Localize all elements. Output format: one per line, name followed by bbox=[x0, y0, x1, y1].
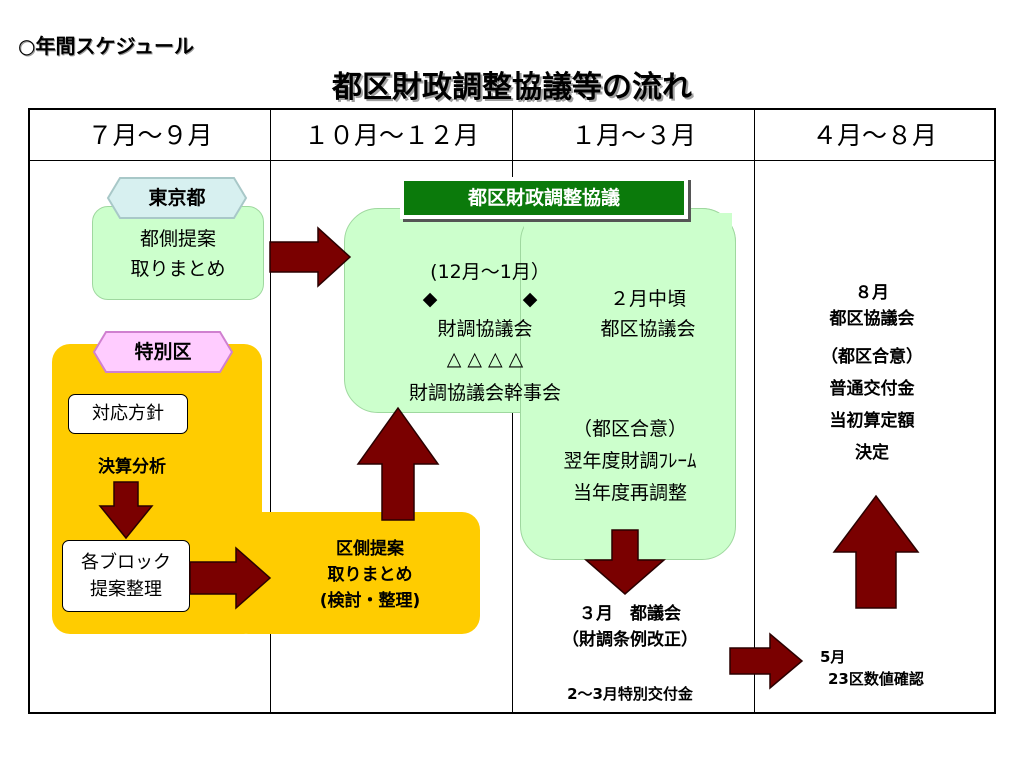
column-divider-3 bbox=[754, 108, 755, 714]
council-period: (12月～1月） bbox=[430, 261, 550, 283]
tokyo-task-box bbox=[92, 206, 264, 300]
column-header-jan-mar: １月～３月 bbox=[570, 121, 696, 150]
analysis-label: 決算分析 bbox=[98, 457, 166, 477]
march-assembly: ３月 都議会 bbox=[579, 604, 681, 624]
arrow-may-to-august bbox=[832, 494, 920, 609]
ward-proposal-line-1: 区側提案 bbox=[336, 539, 404, 559]
column-header-jul-sep: ７月～９月 bbox=[87, 121, 213, 150]
may-confirm: 23区数値確認 bbox=[828, 670, 924, 688]
ward-pill-shape bbox=[92, 331, 234, 373]
august-label: ８月 bbox=[855, 283, 889, 303]
may-label: 5月 bbox=[820, 648, 846, 666]
arrow-block-to-ward bbox=[189, 546, 272, 610]
august-grant: 普通交付金 bbox=[829, 379, 915, 399]
tokyo-pill-shape bbox=[106, 177, 248, 219]
arrow-march-to-may bbox=[729, 632, 804, 690]
august-decision: 決定 bbox=[855, 443, 889, 463]
next-year-frame: 翌年度財調ﾌﾚｰﾑ bbox=[563, 450, 697, 472]
secretariat-meeting: 財調協議会幹事会 bbox=[408, 382, 561, 404]
diamond-1: ◆ bbox=[422, 288, 438, 310]
march-ordinance: （財調条例改正） bbox=[562, 630, 698, 650]
block-line-2: 提案整理 bbox=[90, 579, 162, 600]
august-agreement: （都区合意） bbox=[821, 347, 923, 367]
block-box: 各ブロック 提案整理 bbox=[62, 540, 190, 612]
agreement-label: （都区合意） bbox=[572, 418, 687, 440]
column-header-apr-aug: ４月～８月 bbox=[811, 121, 937, 150]
diamond-2: ◆ bbox=[522, 288, 538, 310]
column-divider-1 bbox=[270, 108, 271, 714]
ward-proposal-line-2: 取りまとめ bbox=[327, 565, 413, 585]
secretariat-triangles: △ △ △ △ bbox=[446, 348, 524, 370]
august-council: 都区協議会 bbox=[829, 309, 915, 329]
tokyo-task-line-1: 都側提案 bbox=[139, 228, 216, 250]
council-header: 都区財政調整協議 bbox=[404, 181, 684, 215]
special-grant: 2～3月特別交付金 bbox=[567, 685, 693, 703]
arrow-analysis-to-block bbox=[98, 481, 154, 540]
council-meeting: 財調協議会 bbox=[437, 318, 533, 340]
ward-area-extension bbox=[230, 512, 480, 634]
page-title: 都区財政調整協議等の流れ bbox=[332, 70, 692, 105]
ward-proposal-line-3: (検討・整理) bbox=[319, 591, 421, 611]
arrow-council-to-march bbox=[583, 529, 667, 595]
block-line-1: 各ブロック bbox=[81, 552, 171, 573]
column-header-oct-dec: １０月～１２月 bbox=[303, 121, 479, 150]
schedule-heading: ○年間スケジュール bbox=[18, 34, 195, 58]
tokyo-label: 東京都 bbox=[148, 187, 206, 209]
feb-council: 都区協議会 bbox=[600, 318, 696, 340]
policy-box: 対応方針 bbox=[68, 394, 188, 434]
current-year-readjust: 当年度再調整 bbox=[572, 482, 687, 504]
arrow-ward-to-council bbox=[356, 406, 440, 521]
feb-mid-label: ２月中頃 bbox=[609, 288, 686, 310]
ward-label: 特別区 bbox=[134, 341, 192, 363]
arrow-tokyo-to-council bbox=[269, 226, 352, 288]
tokyo-task-line-2: 取りまとめ bbox=[130, 258, 226, 280]
august-initial-amount: 当初算定額 bbox=[829, 411, 915, 431]
council-area-joint bbox=[524, 213, 732, 411]
